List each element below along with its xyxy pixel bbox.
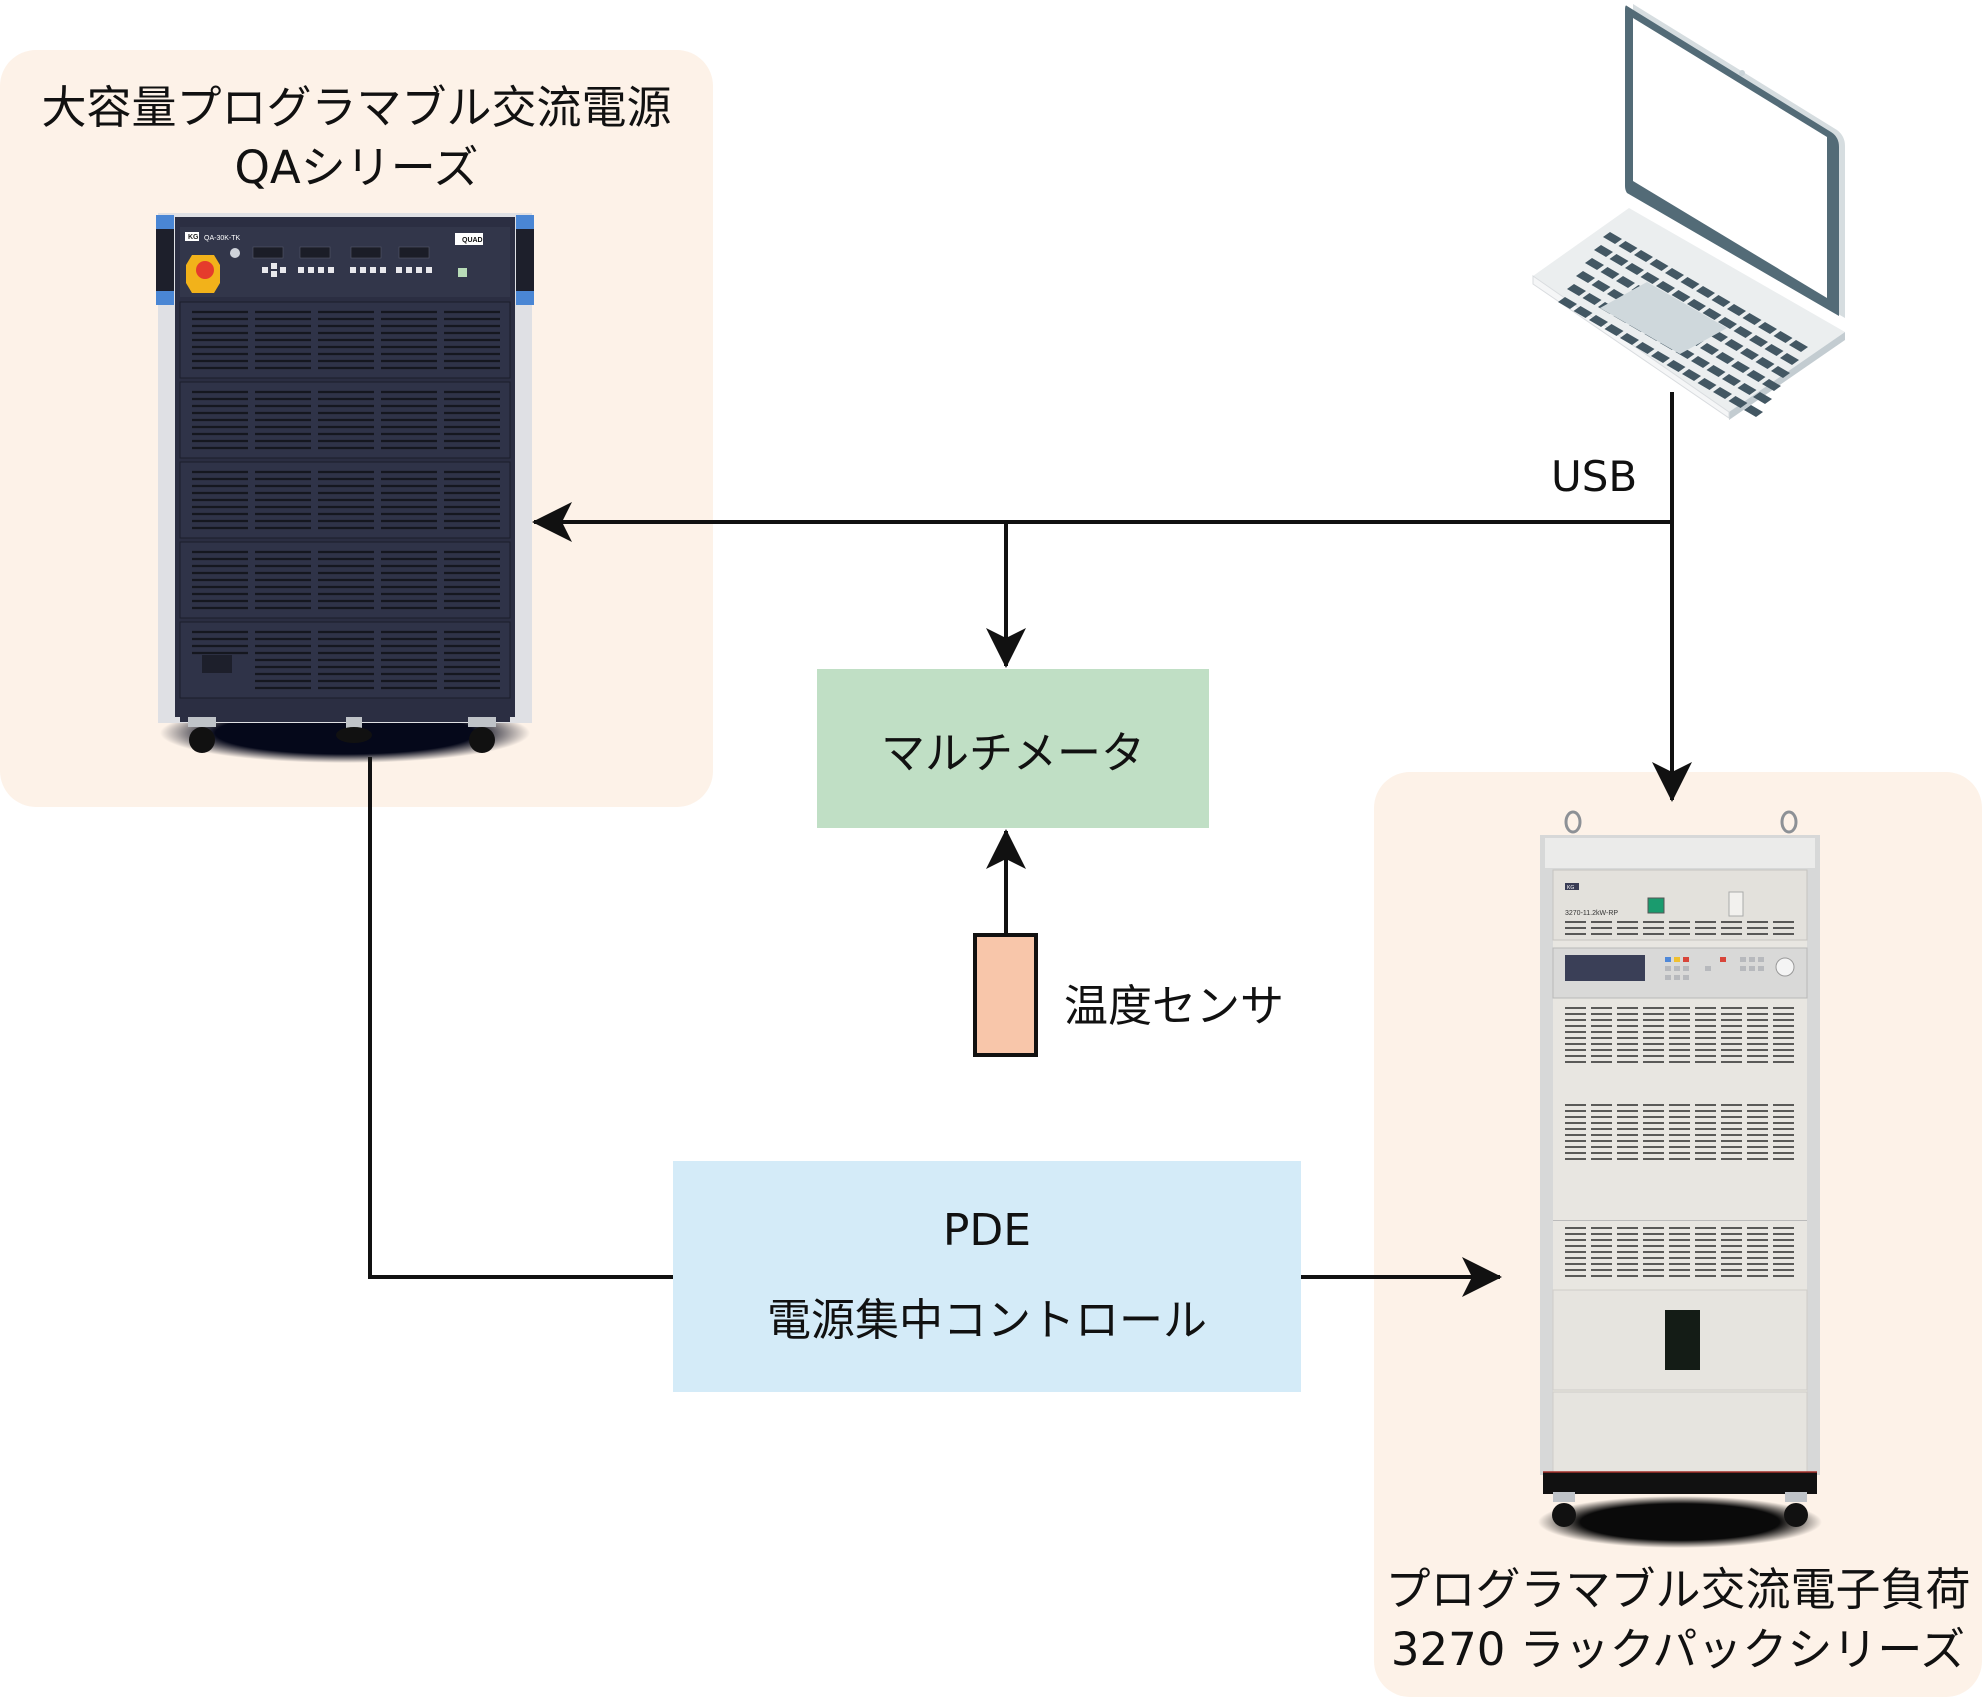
qa-model: QA-30K-TK [204, 235, 241, 242]
rack-load-image: KG 3270-11.2kW-RP [1538, 810, 1822, 1548]
panel-seam [1553, 1220, 1807, 1221]
rack-base [1543, 1472, 1817, 1494]
rack-power-button[interactable] [1647, 897, 1665, 914]
quad-badge [455, 233, 483, 245]
qa-power-supply-image: KG QA-30K-TK QUAD [156, 213, 534, 763]
rack-title-line1: プログラマブル交流電子負荷 [1385, 1563, 1971, 1616]
rack-top-cover [1545, 838, 1815, 868]
rack-shadow [1538, 1496, 1822, 1548]
qa-series-title: 大容量プログラマブル交流電源 QAシリーズ [0, 78, 713, 198]
qa-title-line1: 大容量プログラマブル交流電源 [41, 81, 672, 134]
load-keys[interactable] [1665, 957, 1764, 980]
emergency-stop-button[interactable] [196, 261, 214, 279]
laptop-icon[interactable] [1465, 0, 1885, 420]
power-switch[interactable] [202, 655, 232, 673]
kg-logo [185, 232, 199, 241]
rack-door-window [1665, 1310, 1700, 1370]
ac-input-knob[interactable] [230, 248, 240, 258]
temperature-sensor-label: 温度センサ [1064, 981, 1284, 1032]
laptop-camera [1739, 70, 1745, 76]
handle-cap [156, 291, 174, 305]
quad-badge-text: QUAD [462, 237, 483, 244]
rack-vent-slots [1565, 921, 1794, 1277]
pde-box: PDE 電源集中コントロール [673, 1161, 1301, 1392]
multimeter-box: マルチメータ [817, 669, 1209, 828]
casters [188, 717, 496, 753]
rack-kg-logo [1565, 883, 1579, 890]
handle-cap [516, 291, 534, 305]
multimeter-label: マルチメータ [881, 727, 1145, 779]
qa-to-pde-wire [368, 757, 673, 1279]
eye-bolt [1564, 810, 1582, 834]
qa-brand: KG [188, 234, 199, 241]
load-lcd [1565, 955, 1645, 981]
right-handle [516, 215, 534, 305]
panel-keys[interactable] [262, 263, 432, 277]
handle-cap [516, 215, 534, 229]
ac-output-button[interactable] [458, 268, 467, 277]
handle-cap [156, 215, 174, 229]
temperature-sensor [973, 933, 1038, 1057]
cabinet-base [180, 700, 510, 722]
rack-bottom-panel [1552, 1391, 1808, 1473]
rack-model: 3270-11.2kW-RP [1565, 910, 1618, 917]
left-handle [156, 215, 174, 305]
pde-description: 電源集中コントロール [767, 1295, 1207, 1346]
rack-casters [1552, 1492, 1808, 1527]
rack-input-switch[interactable] [1728, 891, 1744, 917]
eye-bolt [1780, 810, 1798, 834]
load-knob[interactable] [1775, 957, 1795, 977]
rack-load-title: プログラマブル交流電子負荷 3270 ラックパックシリーズ [1374, 1560, 1982, 1680]
usb-label: USB [1551, 452, 1638, 501]
laptop-trackpad [1600, 282, 1727, 354]
rack-title-line2: 3270 ラックパックシリーズ [1390, 1623, 1966, 1676]
qa-title-line2: QAシリーズ [234, 141, 479, 194]
laptop-screen [1633, 18, 1827, 298]
pde-label: PDE [942, 1205, 1032, 1256]
meter-displays [252, 246, 430, 259]
vent-slots [192, 310, 500, 690]
rack-brand: KG [1567, 885, 1574, 891]
